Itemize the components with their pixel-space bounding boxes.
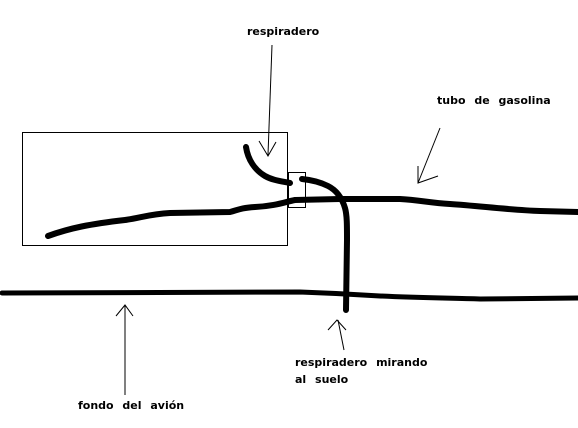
fuel-tank-outline	[22, 132, 288, 246]
label-tubo-gasolina: tubo de gasolina	[437, 94, 551, 107]
label-respiradero-suelo-line2: al suelo	[295, 373, 349, 386]
arrow-respiradero	[258, 44, 277, 157]
label-respiradero-suelo-line1: respiradero mirando	[295, 356, 428, 369]
label-fondo-avion: fondo del avión	[78, 399, 185, 412]
vent-pipe-down	[299, 176, 350, 313]
vent-pipe-upper	[243, 144, 293, 186]
arrow-tubo-gasolina	[417, 127, 441, 184]
fuel-pipe-line	[45, 196, 578, 239]
label-respiradero: respiradero	[247, 25, 320, 38]
airplane-floor-line	[0, 289, 578, 302]
arrow-fondo-avion	[115, 304, 134, 395]
connector-box	[288, 172, 306, 208]
arrow-respiradero-suelo	[327, 319, 347, 351]
